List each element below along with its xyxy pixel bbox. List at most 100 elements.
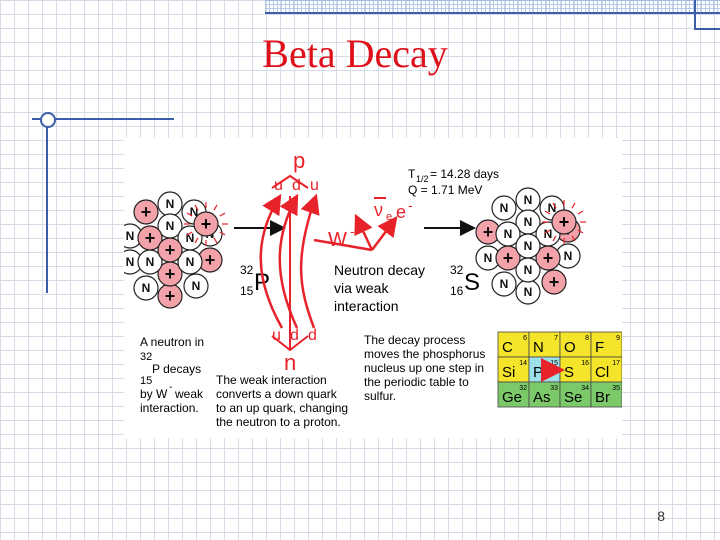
proton-ball: + <box>157 283 183 309</box>
neutron-quark-2: d <box>290 327 299 344</box>
svg-text:N: N <box>548 201 557 215</box>
corner-decoration <box>694 0 696 30</box>
svg-text:N: N <box>142 281 151 295</box>
neutron-ball: N <box>183 273 209 299</box>
proton-bracket <box>271 174 309 189</box>
svg-text:Br: Br <box>595 389 610 406</box>
svg-text:+: + <box>483 222 494 242</box>
caption-right-line-4: the periodic table to <box>364 375 469 389</box>
proton-ball: + <box>133 199 159 225</box>
neutron-ball: N <box>515 279 541 305</box>
caption-middle-line-4: the neutron to a proton. <box>216 415 341 429</box>
svg-text:+: + <box>201 214 212 234</box>
p-mass-number: 32 <box>240 263 254 277</box>
svg-text:Cl: Cl <box>595 364 609 381</box>
proton-quark-1: u <box>274 177 283 194</box>
proton-quark-2: d <box>292 177 301 194</box>
svg-text:N: N <box>504 227 513 241</box>
svg-text:+: + <box>503 248 514 268</box>
caption-right-line-2: moves the phosphorus <box>364 347 485 361</box>
s-mass-number: 32 <box>450 263 464 277</box>
neutron-decay-line-1: Neutron decay <box>334 262 425 278</box>
svg-text:N: N <box>146 255 155 269</box>
svg-text:C: C <box>502 339 513 356</box>
svg-text:N: N <box>500 201 509 215</box>
caption-right-line-3: nucleus up one step in <box>364 361 484 375</box>
neutron-ball: N <box>495 221 521 247</box>
top-rule <box>265 12 720 14</box>
svg-text:+: + <box>165 264 176 284</box>
caption-left-line-3-sup: - <box>169 382 172 393</box>
half-life-value: = 14.28 days <box>430 167 499 181</box>
svg-text:Si: Si <box>502 364 515 381</box>
neutron-quark-1: u <box>272 327 281 344</box>
svg-text:+: + <box>165 240 176 260</box>
svg-text:N: N <box>524 285 533 299</box>
neutron-ball: N <box>515 233 541 259</box>
svg-text:As: As <box>533 389 551 406</box>
svg-text:32: 32 <box>519 385 527 392</box>
svg-text:17: 17 <box>612 360 620 367</box>
left-rule-horizontal <box>32 118 174 120</box>
quark-line-d <box>278 193 299 329</box>
neutron-ball: N <box>133 275 159 301</box>
proton-ball: + <box>541 269 567 295</box>
proton-ball: + <box>535 245 561 271</box>
svg-text:P: P <box>533 364 543 381</box>
proton-ball: + <box>157 237 183 263</box>
svg-text:N: N <box>166 197 175 211</box>
decaying-nucleon: + <box>542 200 586 244</box>
caption-left-atomic: 15 <box>140 375 152 387</box>
top-decoration-bar <box>265 0 720 12</box>
svg-text:33: 33 <box>550 385 558 392</box>
svg-text:9: 9 <box>616 335 620 342</box>
caption-left-line-2: P decays <box>152 362 201 376</box>
caption-middle-line-3: to an up quark, changing <box>216 401 348 415</box>
svg-text:F: F <box>595 339 604 356</box>
neutron-ball: N <box>491 195 517 221</box>
p-atomic-number: 15 <box>240 284 254 298</box>
page-number: 8 <box>657 508 665 524</box>
s-atomic-number: 16 <box>450 284 464 298</box>
half-life-sub: 1/2 <box>416 174 429 184</box>
svg-text:N: N <box>533 339 544 356</box>
periodic-cell: 6C <box>497 331 530 358</box>
w-boson-line <box>313 238 373 252</box>
svg-text:N: N <box>190 205 199 219</box>
proton-ball: + <box>137 225 163 251</box>
svg-text:S: S <box>564 364 574 381</box>
svg-text:+: + <box>165 286 176 306</box>
svg-text:34: 34 <box>581 385 589 392</box>
neutron-ball: N <box>515 209 541 235</box>
svg-text:N: N <box>192 279 201 293</box>
neutron-ball: N <box>515 187 541 213</box>
svg-text:15: 15 <box>550 360 558 367</box>
w-boson-symbol: W <box>328 229 347 251</box>
neutron-ball: N <box>491 271 517 297</box>
svg-text:N: N <box>524 263 533 277</box>
neutron-decay-line-2: via weak <box>334 280 389 296</box>
left-rule-circle <box>40 112 56 128</box>
svg-text:N: N <box>544 227 553 241</box>
svg-text:+: + <box>559 212 570 232</box>
caption-middle-line-2: converts a down quark <box>216 387 338 401</box>
svg-text:N: N <box>186 231 195 245</box>
decaying-nucleon: + <box>184 202 228 246</box>
neutron-bracket <box>271 335 309 352</box>
svg-text:N: N <box>166 219 175 233</box>
caption-right-line-5: sulfur. <box>364 389 396 403</box>
periodic-cell: 7N <box>528 331 561 358</box>
periodic-cell: 9F <box>590 331 623 358</box>
half-life-prefix: T <box>408 167 416 181</box>
svg-text:N: N <box>524 215 533 229</box>
